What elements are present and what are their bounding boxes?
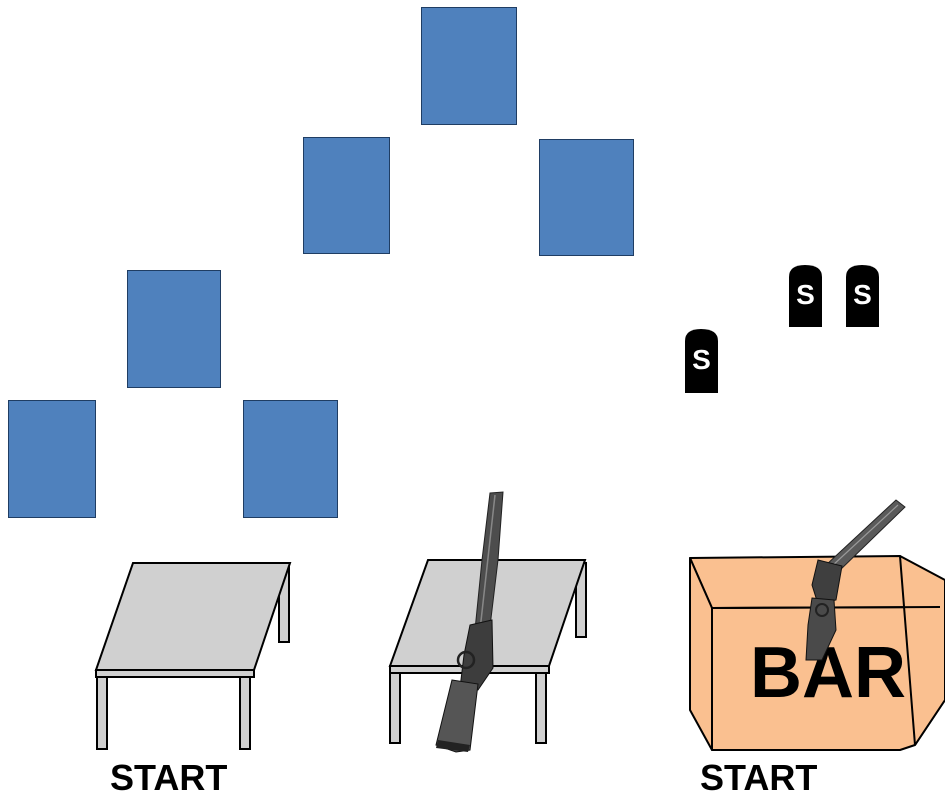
start-label-left: START [110, 760, 227, 796]
start-label-right: START [700, 760, 817, 796]
